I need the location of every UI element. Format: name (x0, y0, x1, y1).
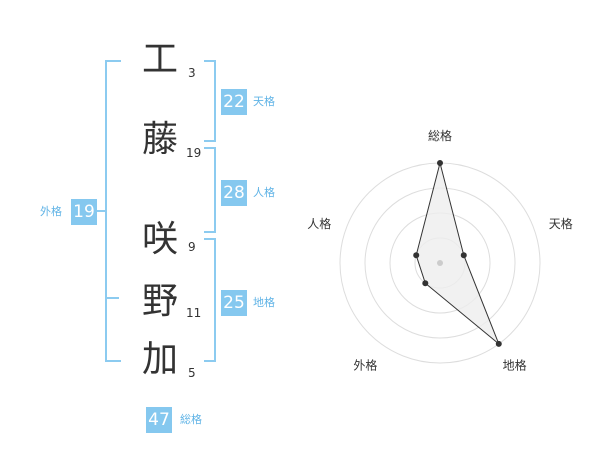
name-char-3: 咲 (141, 219, 178, 260)
jinkaku-bracket (204, 147, 216, 233)
tenkaku-value-badge: 22 (221, 89, 247, 115)
chikaku-label: 地格 (253, 296, 275, 309)
radar-point-5 (413, 252, 420, 259)
chikaku-bracket (204, 238, 216, 362)
radar-axis-label-3: 地格 (503, 358, 527, 373)
stroke-count-1: 3 (188, 66, 196, 80)
radar-point-3 (495, 340, 502, 347)
gaikaku-value-badge: 19 (71, 199, 97, 225)
stroke-count-2: 19 (186, 146, 202, 160)
radar-point-4 (422, 280, 429, 287)
radar-axis-label-2: 天格 (549, 216, 573, 231)
soukaku-label: 総格 (180, 413, 202, 426)
jinkaku-label: 人格 (253, 186, 275, 199)
name-char-1: 工 (141, 39, 178, 80)
gaikaku-bracket (105, 60, 121, 362)
stroke-count-5: 5 (188, 366, 196, 380)
radar-axis-label-5: 人格 (307, 216, 331, 231)
radar-axis-label-4: 外格 (353, 358, 377, 373)
radar-point-1 (437, 160, 443, 166)
name-char-2: 藤 (141, 119, 178, 160)
gaikaku-bracket-tick (96, 210, 106, 212)
name-char-4: 野 (141, 281, 178, 322)
gaikaku-bracket-divider (105, 297, 119, 299)
soukaku-value-badge: 47 (146, 407, 172, 433)
radar-center-dot (437, 260, 443, 266)
stroke-count-4: 11 (186, 306, 202, 320)
name-char-5: 加 (141, 339, 178, 380)
radar-point-2 (460, 252, 467, 259)
tenkaku-label: 天格 (253, 95, 275, 108)
radar-axis-label-1: 総格 (428, 128, 452, 143)
chikaku-value-badge: 25 (221, 290, 247, 316)
stroke-count-3: 9 (188, 240, 196, 254)
jinkaku-value-badge: 28 (221, 180, 247, 206)
radar-polygon (415, 162, 500, 345)
tenkaku-bracket (204, 60, 216, 142)
gaikaku-label: 外格 (40, 205, 62, 218)
